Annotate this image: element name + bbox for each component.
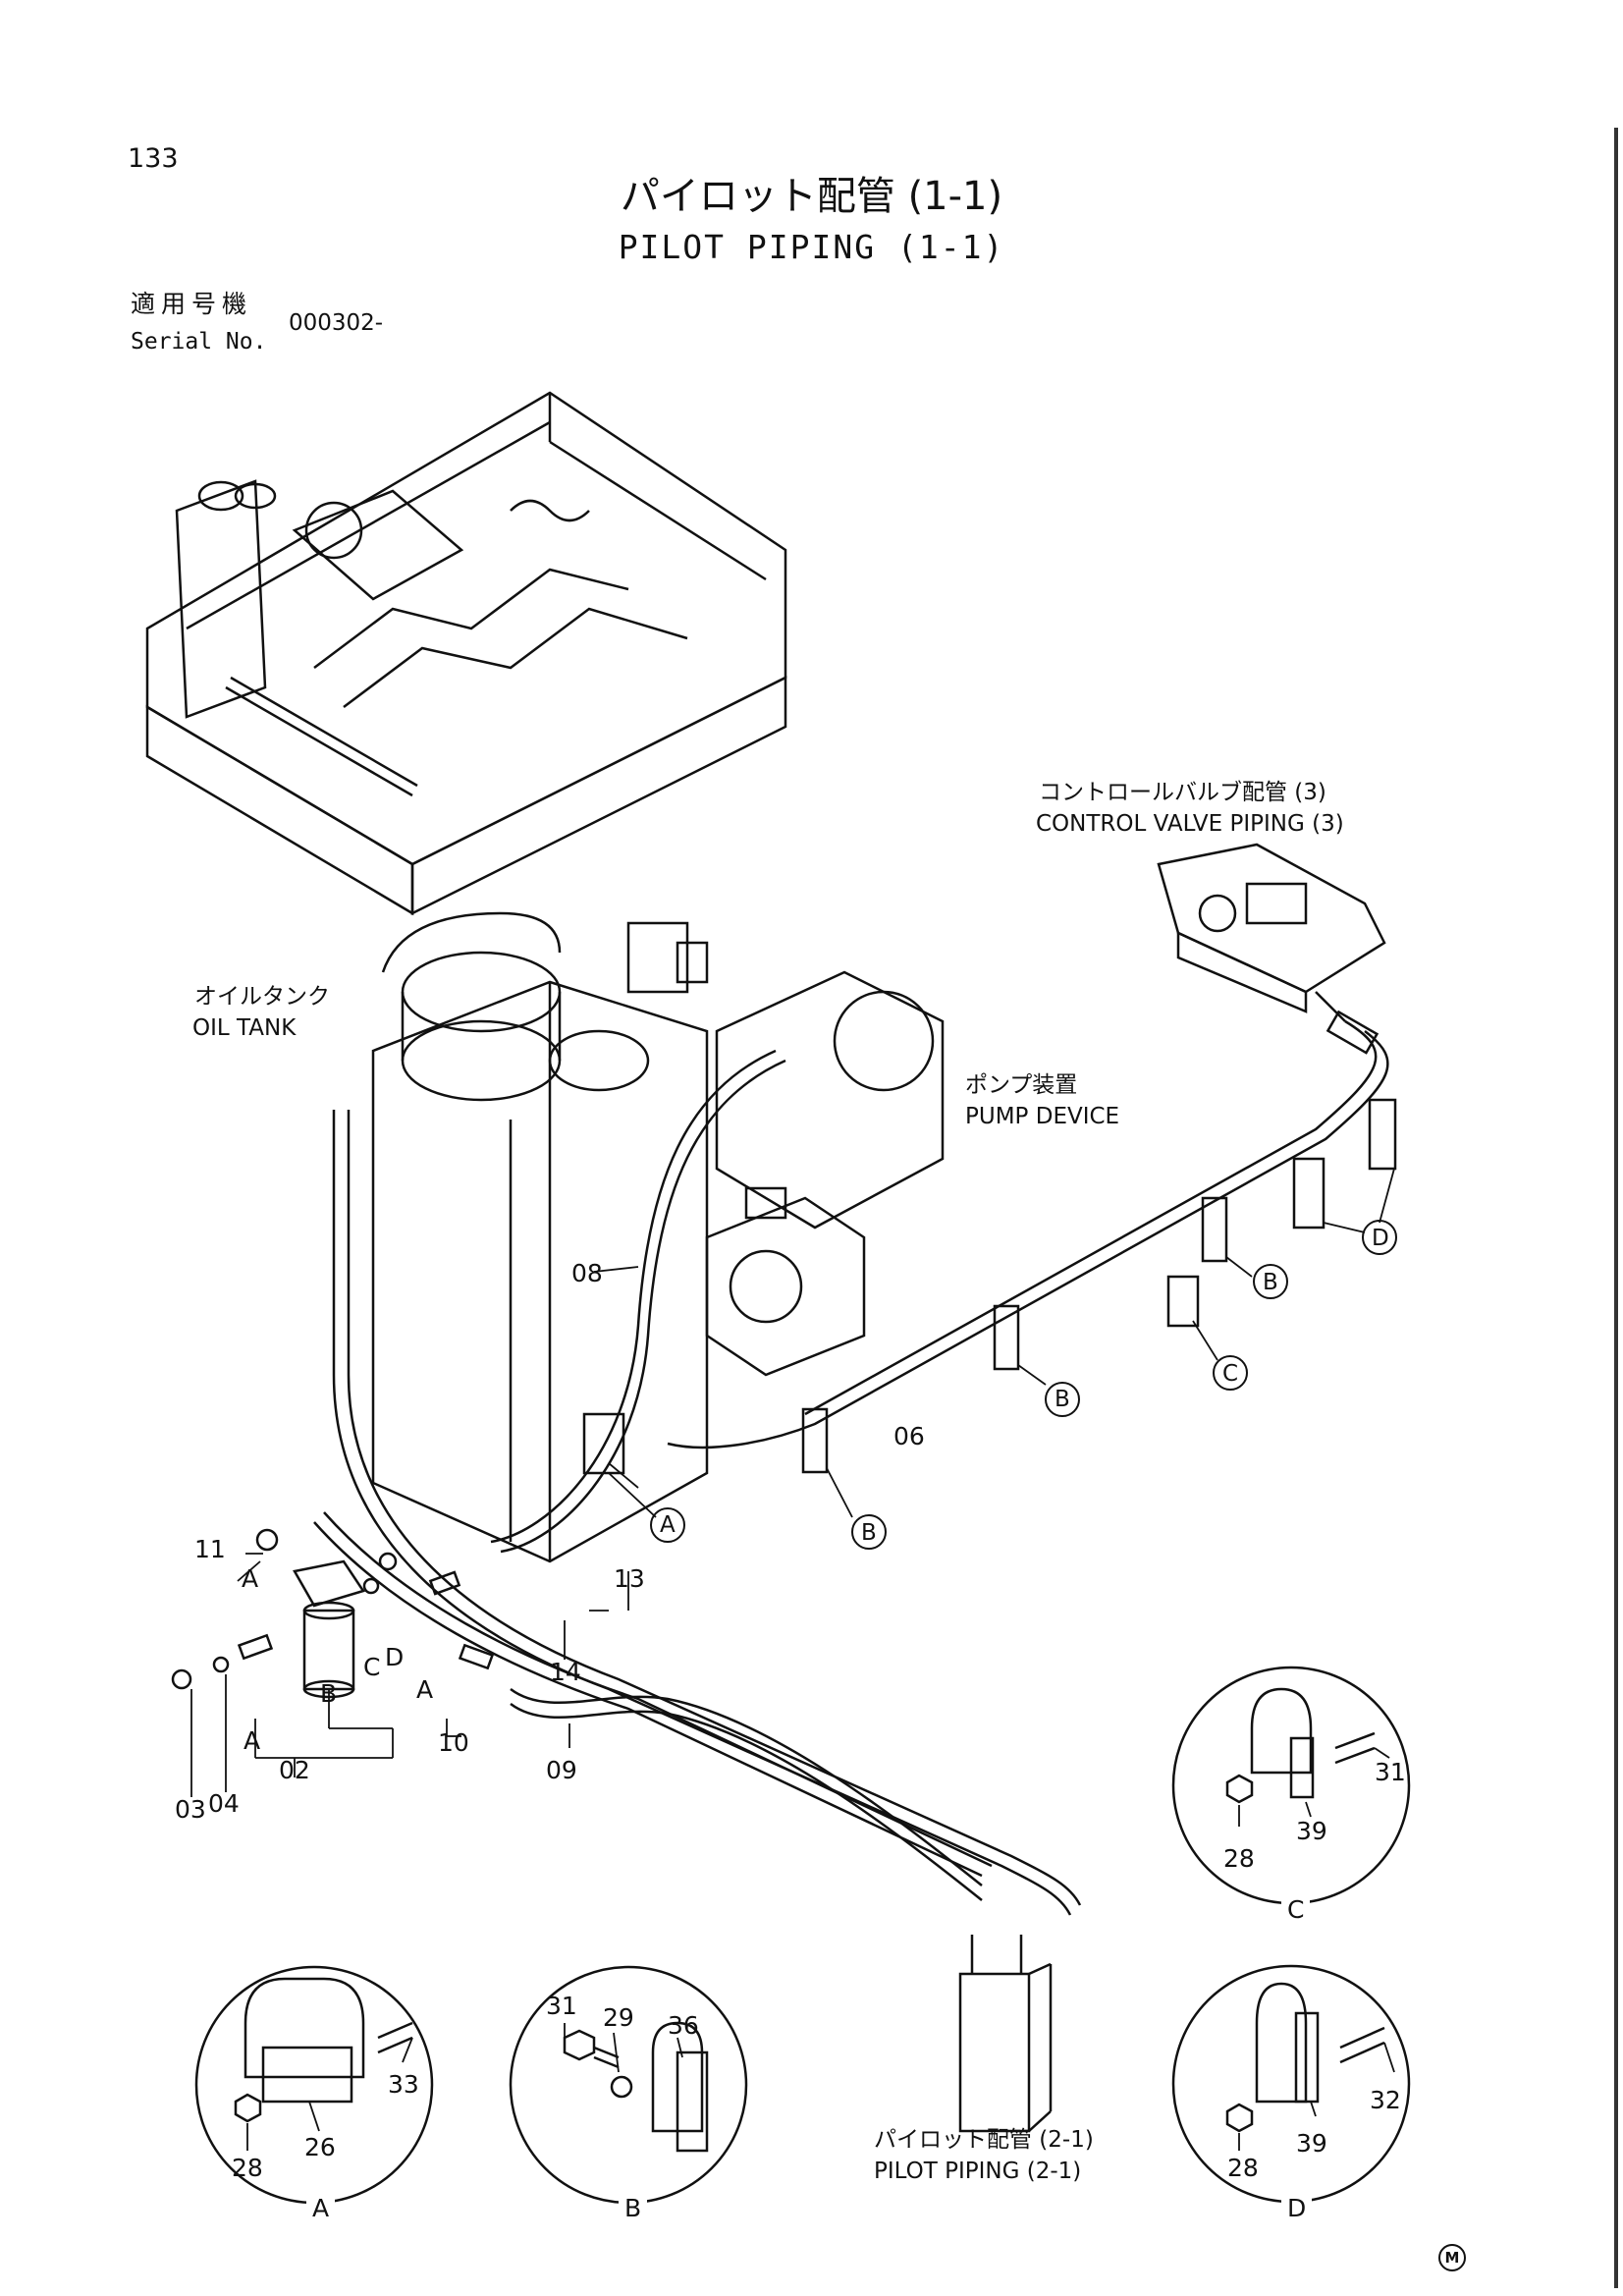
detail-b-part-36: 36 xyxy=(668,2011,699,2040)
detail-d-part-39: 39 xyxy=(1296,2129,1327,2158)
pilot-valve-block xyxy=(958,1935,1053,2133)
oil-tank xyxy=(371,911,709,1563)
callout-a: A xyxy=(660,1512,676,1538)
part-number-14: 14 xyxy=(550,1658,581,1686)
ref-a-fitting-04: A xyxy=(243,1726,261,1755)
detail-c-part-31: 31 xyxy=(1375,1758,1406,1786)
detail-view-a-label: A xyxy=(306,2196,336,2220)
hose-from-control-valve xyxy=(804,1019,1378,1416)
detail-view-d xyxy=(1171,1964,1411,2204)
part-number-04: 04 xyxy=(208,1789,240,1818)
label-pilot-piping-jp: パイロット配管 (2-1) xyxy=(874,2127,1094,2153)
hose-06 xyxy=(667,1030,1389,1449)
page-number: 133 xyxy=(128,143,179,174)
part-number-02: 02 xyxy=(279,1756,310,1784)
callout-c: C xyxy=(1222,1361,1239,1387)
serial-value: 000302- xyxy=(289,310,384,336)
title-japanese: パイロット配管 (1-1) xyxy=(620,174,1003,219)
page-edge-rule xyxy=(1614,128,1618,2288)
part-number-09: 09 xyxy=(546,1756,577,1784)
part-number-06: 06 xyxy=(893,1422,925,1450)
label-pump-en: PUMP DEVICE xyxy=(965,1104,1120,1129)
title-english: PILOT PIPING (1-1) xyxy=(618,228,1005,266)
ref-d-fitting: D xyxy=(385,1643,405,1671)
detail-c-parts xyxy=(1225,1687,1390,1827)
ref-c-fitting: C xyxy=(363,1653,381,1681)
control-valve xyxy=(1157,843,1386,1022)
part-number-08: 08 xyxy=(571,1259,603,1287)
label-oil-tank-jp: オイルタンク xyxy=(194,984,330,1010)
label-control-valve-jp: コントロールバルブ配管 (3) xyxy=(1039,780,1326,805)
reference-circles xyxy=(650,1220,1397,1550)
serial-label-japanese: 適用号機 xyxy=(131,290,253,318)
hose-08 xyxy=(490,1049,777,1544)
ref-b-filter: B xyxy=(320,1679,338,1708)
detail-view-c-label: C xyxy=(1281,1897,1311,1922)
hose-13 xyxy=(332,1110,1072,1916)
label-pilot-piping-en: PILOT PIPING (2-1) xyxy=(874,2159,1082,2184)
label-pump-jp: ポンプ装置 xyxy=(965,1072,1078,1098)
label-oil-tank-en: OIL TANK xyxy=(192,1015,297,1041)
detail-view-d-label: D xyxy=(1281,2196,1313,2220)
m-mark: M xyxy=(1438,2244,1466,2271)
clamps xyxy=(582,1098,1397,1518)
detail-c-part-39: 39 xyxy=(1296,1817,1327,1845)
callout-d: D xyxy=(1372,1226,1389,1251)
hose-09 xyxy=(510,1687,983,1886)
callout-b-2: B xyxy=(1055,1387,1070,1412)
detail-b-part-29: 29 xyxy=(603,2003,634,2032)
part-number-03: 03 xyxy=(175,1795,206,1824)
label-control-valve-en: CONTROL VALVE PIPING (3) xyxy=(1036,811,1344,837)
ref-a-fitting-11: A xyxy=(242,1564,259,1593)
detail-a-part-28: 28 xyxy=(232,2154,263,2182)
detail-d-parts xyxy=(1225,1982,1395,2151)
part-number-10: 10 xyxy=(438,1728,469,1757)
detail-view-b-label: B xyxy=(619,2196,648,2220)
callout-b-3: B xyxy=(861,1520,877,1546)
detail-b-part-31: 31 xyxy=(546,1992,577,2020)
detail-c-part-28: 28 xyxy=(1223,1844,1255,1873)
part-number-13: 13 xyxy=(614,1564,645,1593)
ref-a-fitting-10: A xyxy=(416,1675,434,1704)
detail-b-parts xyxy=(563,2021,709,2153)
detail-a-part-33: 33 xyxy=(388,2070,419,2099)
serial-label-english: Serial No. xyxy=(131,329,267,355)
pump-device xyxy=(705,970,945,1377)
detail-d-part-32: 32 xyxy=(1370,2086,1401,2114)
machine-overview-sketch xyxy=(145,391,787,916)
callout-b-1: B xyxy=(1263,1270,1278,1295)
detail-a-parts xyxy=(234,1977,413,2151)
hose-14 xyxy=(347,1110,1082,1906)
detail-a-part-26: 26 xyxy=(304,2133,336,2161)
detail-d-part-28: 28 xyxy=(1227,2154,1259,2182)
part-number-11: 11 xyxy=(194,1535,226,1563)
leader-lines xyxy=(190,1266,639,1797)
